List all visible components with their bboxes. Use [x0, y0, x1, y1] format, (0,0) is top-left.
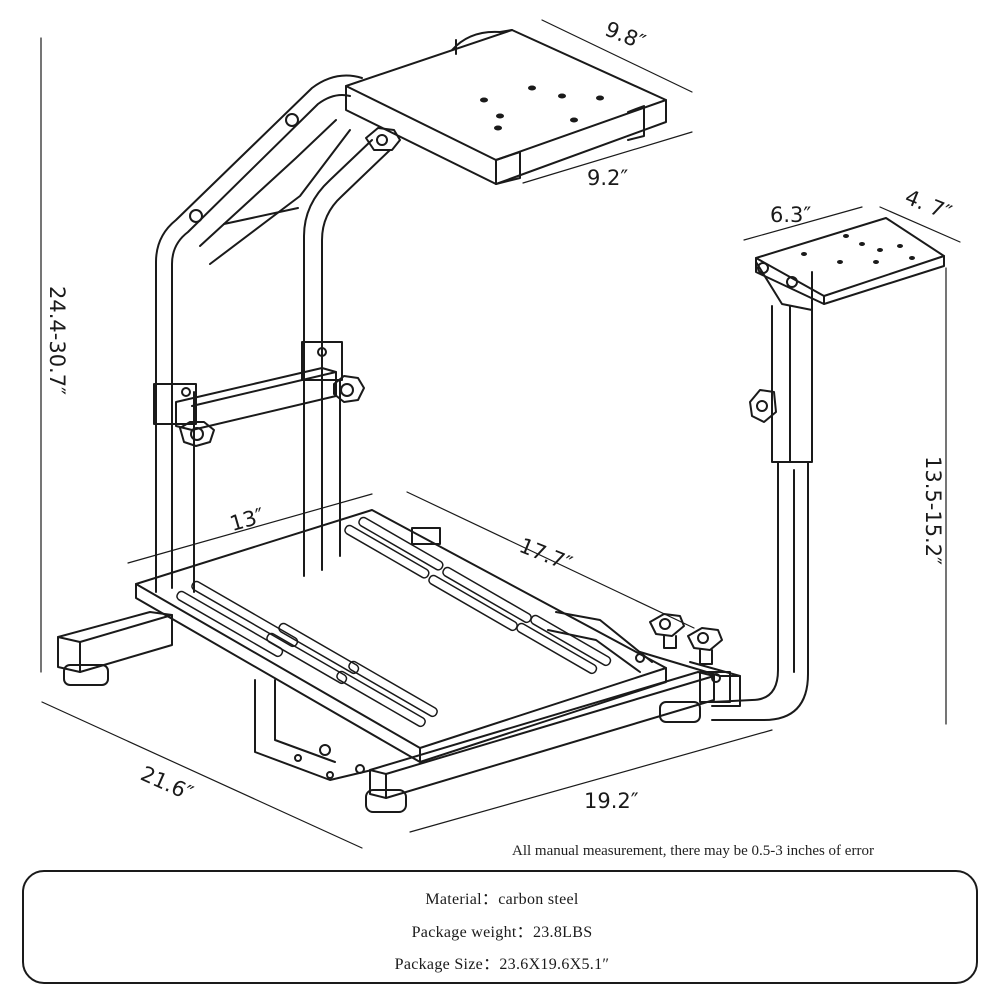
spec-weight: Package weight：23.8LBS: [411, 924, 593, 941]
wheel-plate: [345, 29, 667, 185]
pedal-plate: [135, 509, 667, 763]
shifter-mount: [649, 217, 945, 721]
dim-top-plate-width: 9.2″: [587, 166, 628, 190]
spec-box: Material：carbon steel Package weight：23.…: [22, 870, 978, 984]
dimension-labels: 9.8″ 9.2″ 6.3″ 4. 7″ 24.4-30.7″ 13.5-15.…: [45, 17, 955, 813]
knob-icon: [179, 127, 401, 447]
dim-base-width: 19.2″: [584, 789, 639, 813]
dim-shifter-plate-depth: 4. 7″: [902, 185, 956, 225]
base-frame: [57, 611, 741, 813]
spec-material: Material：carbon steel: [425, 891, 579, 908]
measurement-note: All manual measurement, there may be 0.5…: [512, 843, 874, 859]
dim-overall-height: 24.4-30.7″: [45, 286, 69, 395]
spec-size: Package Size：23.6X19.6X5.1″: [394, 956, 610, 973]
dim-shifter-height: 13.5-15.2″: [921, 456, 945, 565]
wheel-frame: [153, 74, 401, 593]
dim-pedal-plate-width: 13″: [227, 503, 267, 536]
wheel-stand-drawing: 9.8″ 9.2″ 6.3″ 4. 7″ 24.4-30.7″ 13.5-15.…: [40, 17, 961, 849]
dimension-lines: [40, 19, 961, 849]
dim-pedal-plate-length: 17.7″: [516, 533, 576, 576]
dim-top-plate-depth: 9.8″: [602, 17, 649, 55]
dim-shifter-plate-width: 6.3″: [770, 203, 811, 227]
